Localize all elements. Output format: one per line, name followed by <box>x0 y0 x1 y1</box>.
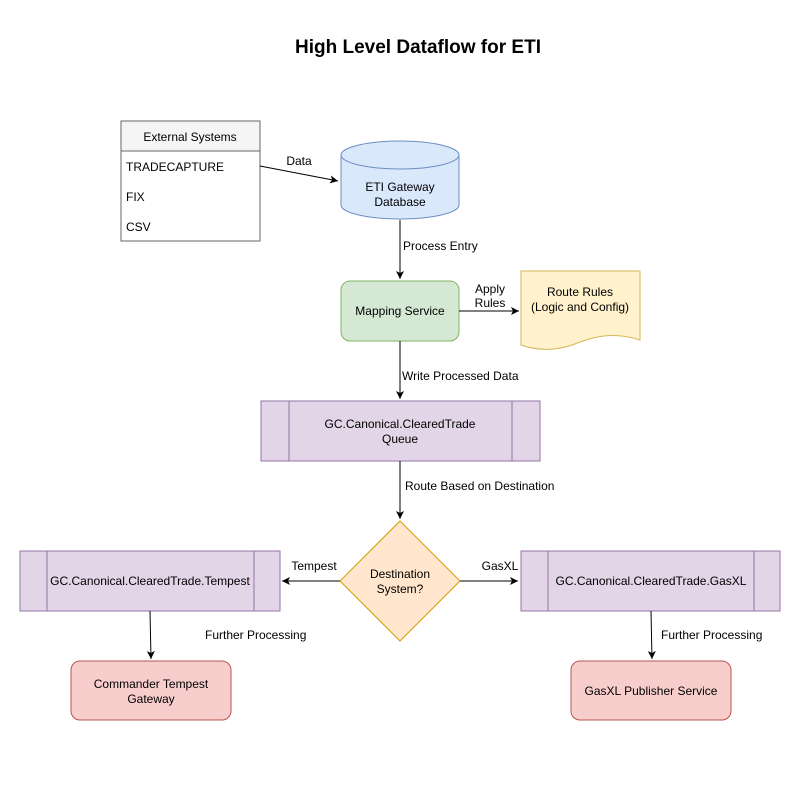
external-system-item: FIX <box>126 190 145 204</box>
edge-label-further-left: Further Processing <box>205 628 306 642</box>
external-system-item: TRADECAPTURE <box>126 160 224 174</box>
edge-data <box>259 165 339 184</box>
edge-label-process-entry: Process Entry <box>403 239 478 253</box>
edge-label-gasxl: GasXL <box>482 559 519 573</box>
canonical-queue-line2: Queue <box>382 432 418 446</box>
destination-decision-node[interactable]: Destination System? <box>339 520 461 642</box>
route-rules-document[interactable]: Route Rules (Logic and Config) <box>520 270 641 350</box>
external-systems-box[interactable]: External Systems TRADECAPTURE FIX CSV <box>120 120 261 242</box>
edge-label-apply: Apply <box>475 282 505 296</box>
edge-label-route-destination: Route Based on Destination <box>405 479 554 493</box>
decision-line1: Destination <box>370 567 430 581</box>
diagram-title: High Level Dataflow for ETI <box>295 37 541 58</box>
gasxl-queue-node[interactable]: GC.Canonical.ClearedTrade.GasXL <box>520 550 781 612</box>
external-systems-header: External Systems <box>143 130 236 144</box>
database-label-line1: ETI Gateway <box>365 180 434 194</box>
edge-further-processing-left <box>146 610 155 660</box>
tempest-gateway-line1: Commander Tempest <box>94 677 209 691</box>
mapping-service-node[interactable]: Mapping Service <box>340 280 460 342</box>
gasxl-queue-label: GC.Canonical.ClearedTrade.GasXL <box>556 574 747 588</box>
canonical-queue-line1: GC.Canonical.ClearedTrade <box>325 417 476 431</box>
route-rules-line2: (Logic and Config) <box>531 300 629 314</box>
decision-line2: System? <box>377 582 424 596</box>
external-system-item: CSV <box>126 220 151 234</box>
edge-label-rules: Rules <box>475 296 506 310</box>
gasxl-publisher-label: GasXL Publisher Service <box>585 684 718 698</box>
edge-label-tempest: Tempest <box>291 559 337 573</box>
canonical-queue-node[interactable]: GC.Canonical.ClearedTrade Queue <box>260 400 541 462</box>
edge-label-write-processed: Write Processed Data <box>402 369 519 383</box>
eti-gateway-database[interactable]: ETI Gateway Database <box>340 140 460 220</box>
commander-tempest-gateway-node[interactable]: Commander Tempest Gateway <box>70 660 232 721</box>
gasxl-publisher-service-node[interactable]: GasXL Publisher Service <box>570 660 732 721</box>
edge-further-processing-right <box>647 610 656 660</box>
tempest-queue-node[interactable]: GC.Canonical.ClearedTrade.Tempest <box>19 550 281 612</box>
database-label-line2: Database <box>374 195 426 209</box>
tempest-queue-label: GC.Canonical.ClearedTrade.Tempest <box>50 574 250 588</box>
edge-label-further-right: Further Processing <box>661 628 762 642</box>
tempest-gateway-line2: Gateway <box>127 692 174 706</box>
route-rules-line1: Route Rules <box>547 285 613 299</box>
mapping-service-label: Mapping Service <box>355 304 445 318</box>
edge-label-data: Data <box>286 154 312 168</box>
